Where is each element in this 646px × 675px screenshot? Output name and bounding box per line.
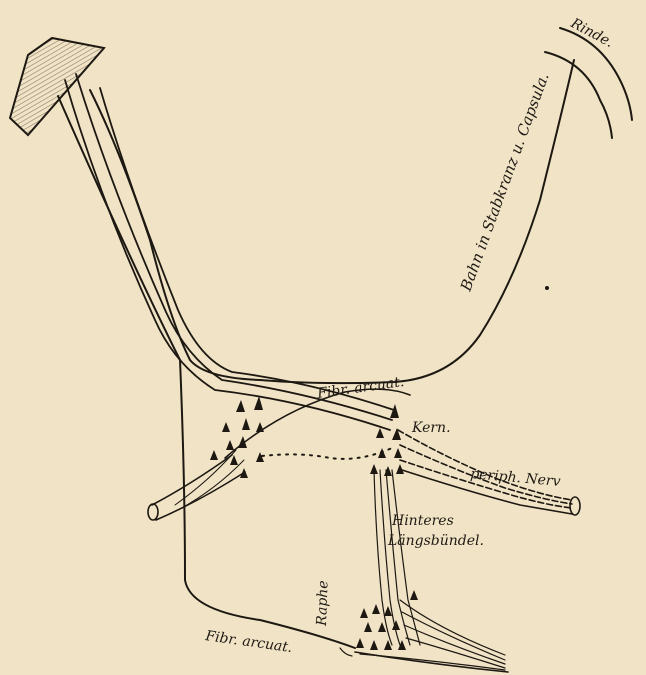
raphe-nucleus xyxy=(340,590,508,672)
label-laengsbuendel: Längsbündel. xyxy=(387,533,484,549)
label-hinteres: Hinteres xyxy=(391,513,454,529)
laengsbuendel-fibers xyxy=(374,470,420,645)
label-raphe: Raphe xyxy=(314,580,332,627)
dotted-connection xyxy=(262,448,392,459)
label-fibr-arcuat-lower: Fibr. arcuat. xyxy=(203,628,293,656)
label-kern: Kern. xyxy=(411,420,451,436)
rinde-arcs xyxy=(545,28,632,138)
left-nerve-stump xyxy=(148,450,245,520)
label-fibr-arcuat-upper: Fibr. arcuat. xyxy=(315,374,405,402)
left-nucleus xyxy=(210,396,264,478)
cortex-block xyxy=(10,38,104,135)
speck-mark xyxy=(545,286,549,290)
label-bahn: Bahn in Stabkranz u. Capsula. xyxy=(457,70,553,294)
